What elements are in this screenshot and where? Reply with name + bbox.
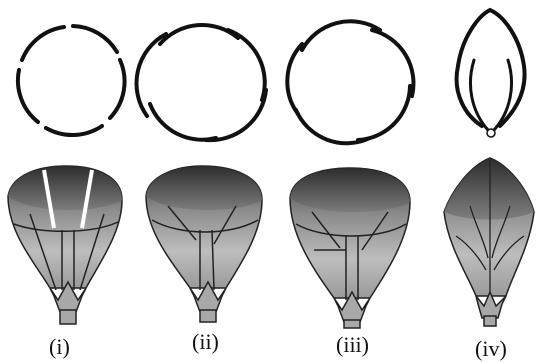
bud-valvate — [8, 166, 122, 324]
bud-twisted — [146, 166, 262, 322]
floral-diagram-imbricate — [287, 21, 413, 143]
floral-diagram-twisted — [136, 25, 266, 140]
label-iv: (iv) — [475, 336, 507, 362]
bud-vexillary — [444, 158, 534, 326]
floral-diagram-valvate — [18, 26, 125, 135]
bud-imbricate — [290, 168, 410, 328]
floral-diagram-vexillary — [457, 10, 525, 137]
label-ii: (ii) — [192, 329, 219, 355]
label-i: (i) — [49, 334, 70, 360]
label-iii: (iii) — [336, 332, 369, 358]
